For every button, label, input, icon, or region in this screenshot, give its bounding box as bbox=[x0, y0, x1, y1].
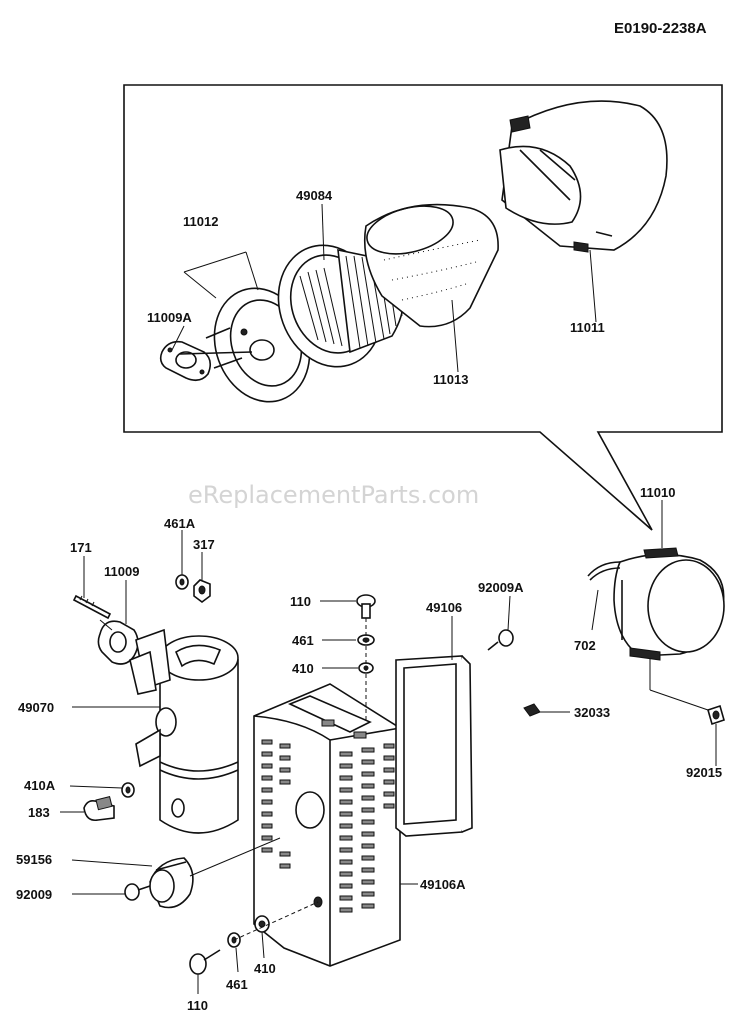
nut-317-drawing bbox=[193, 579, 211, 603]
label-317[interactable]: 317 bbox=[193, 537, 215, 552]
label-183[interactable]: 183 bbox=[28, 805, 50, 820]
label-702[interactable]: 702 bbox=[574, 638, 596, 653]
part-labels: 11012 49084 11009A 11013 11011 11010 461… bbox=[16, 188, 722, 1013]
label-92009[interactable]: 92009 bbox=[16, 887, 52, 902]
label-49070[interactable]: 49070 bbox=[18, 700, 54, 715]
label-11011[interactable]: 11011 bbox=[570, 320, 605, 335]
clip-32033-drawing bbox=[523, 703, 541, 717]
label-11009a[interactable]: 11009A bbox=[147, 310, 192, 325]
label-49084[interactable]: 49084 bbox=[296, 188, 333, 203]
leader-lines bbox=[60, 203, 717, 994]
label-171[interactable]: 171 bbox=[70, 540, 92, 555]
screw-92009a-drawing bbox=[487, 629, 514, 651]
muffler-cover-drawing bbox=[253, 683, 401, 967]
watermark: eReplacementParts.com bbox=[188, 481, 479, 509]
label-11013[interactable]: 11013 bbox=[433, 372, 468, 387]
stud-171-drawing bbox=[72, 594, 112, 620]
label-11009[interactable]: 11009 bbox=[104, 564, 139, 579]
label-49106a[interactable]: 49106A bbox=[420, 877, 466, 892]
label-59156[interactable]: 59156 bbox=[16, 852, 52, 867]
detail-callout-frame bbox=[123, 84, 723, 531]
label-110-top[interactable]: 110 bbox=[290, 594, 311, 609]
heat-shield-drawing bbox=[395, 655, 473, 837]
label-110-bottom[interactable]: 110 bbox=[187, 998, 208, 1013]
label-92009a[interactable]: 92009A bbox=[478, 580, 524, 595]
washer-461a-drawing bbox=[175, 574, 189, 590]
air-cleaner-cover-drawing bbox=[499, 100, 668, 253]
gasket-11009a-drawing bbox=[159, 340, 212, 382]
label-410-bottom[interactable]: 410 bbox=[254, 961, 276, 976]
diagram-code: E0190-2238A bbox=[614, 20, 707, 37]
pre-filter-drawing bbox=[363, 203, 499, 328]
bolt-110-top-drawing bbox=[356, 594, 376, 619]
bolt-183-drawing bbox=[83, 796, 115, 822]
label-32033[interactable]: 32033 bbox=[574, 705, 610, 720]
label-11012[interactable]: 11012 bbox=[183, 214, 218, 229]
label-49106[interactable]: 49106 bbox=[426, 600, 462, 615]
label-11010[interactable]: 11010 bbox=[640, 485, 675, 500]
label-410-top[interactable]: 410 bbox=[292, 661, 314, 676]
screw-92009-drawing bbox=[124, 883, 151, 901]
label-461-bottom[interactable]: 461 bbox=[226, 977, 248, 992]
bolt-110-bottom-drawing bbox=[189, 949, 221, 975]
label-461a[interactable]: 461A bbox=[164, 516, 196, 531]
gasket-11009-drawing bbox=[97, 620, 139, 665]
label-410a[interactable]: 410A bbox=[24, 778, 56, 793]
label-92015[interactable]: 92015 bbox=[686, 765, 722, 780]
air-filter-element-drawing bbox=[277, 244, 405, 368]
washer-410a-drawing bbox=[121, 782, 135, 798]
washer-410-bottom-drawing bbox=[254, 915, 270, 933]
spark-arrester-drawing bbox=[149, 857, 194, 909]
air-cleaner-assembly-drawing bbox=[587, 547, 725, 661]
label-461-top[interactable]: 461 bbox=[292, 633, 314, 648]
clamp-92015-drawing bbox=[707, 704, 725, 726]
muffler-drawing bbox=[129, 628, 239, 834]
